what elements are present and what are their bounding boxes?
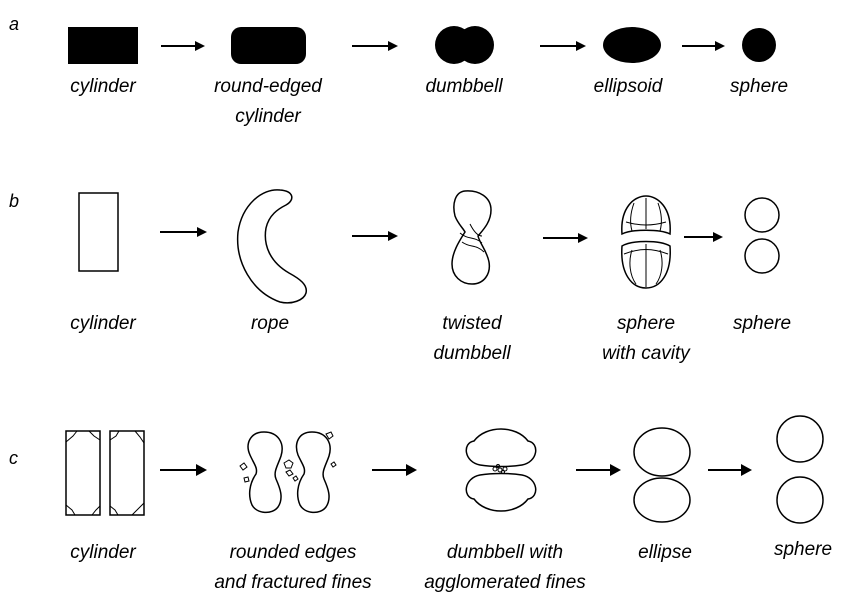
- rounded-edges-with-fractured-fines-shape: [240, 432, 336, 512]
- caption-rounded-edges-line1: rounded edges: [230, 542, 357, 563]
- caption-twisted-dumbbell-line1: twisted: [442, 313, 503, 334]
- ellipse-pair-shape: [634, 428, 690, 522]
- right-arrow-icon: [352, 41, 398, 51]
- right-arrow-icon: [160, 464, 207, 476]
- row-c: c: [9, 416, 832, 593]
- right-arrow-icon: [682, 41, 725, 51]
- two-spheres-shape: [745, 198, 779, 273]
- row-b: b: [9, 190, 791, 364]
- right-arrow-icon: [684, 232, 723, 242]
- caption-dumbbell: dumbbell: [425, 76, 503, 97]
- right-arrow-icon: [543, 233, 588, 243]
- caption-round-edged-line2: cylinder: [235, 106, 301, 127]
- caption-ellipse: ellipse: [638, 542, 692, 563]
- caption-round-edged-line1: round-edged: [214, 76, 323, 97]
- outline-cylinder-shape: [79, 193, 118, 271]
- caption-twisted-dumbbell-line2: dumbbell: [433, 343, 511, 364]
- caption-dumbbell-with-fines-line2: agglomerated fines: [424, 572, 586, 593]
- solid-cylinder-shape: [68, 27, 138, 64]
- dumbbell-with-agglomerated-fines-shape: [466, 429, 535, 511]
- caption-cylinder: cylinder: [70, 76, 136, 97]
- caption-sphere-with-cavity-line2: with cavity: [602, 343, 691, 364]
- solid-dumbbell-shape: [435, 26, 494, 64]
- sphere-pair-shape: [777, 416, 823, 523]
- row-letter-a: a: [9, 14, 19, 34]
- twisted-dumbbell-shape: [452, 191, 491, 284]
- solid-round-edged-cylinder-shape: [231, 27, 306, 64]
- caption-cylinder: cylinder: [70, 313, 136, 334]
- caption-sphere-with-cavity-line1: sphere: [617, 313, 675, 334]
- caption-cylinder: cylinder: [70, 542, 136, 563]
- caption-sphere: sphere: [774, 539, 832, 560]
- caption-dumbbell-with-fines-line1: dumbbell with: [447, 542, 563, 563]
- row-letter-b: b: [9, 191, 19, 211]
- caption-rope: rope: [251, 313, 289, 334]
- caption-ellipsoid: ellipsoid: [594, 76, 664, 97]
- right-arrow-icon: [576, 464, 621, 476]
- solid-ellipsoid-shape: [603, 27, 661, 63]
- caption-sphere: sphere: [733, 313, 791, 334]
- rope-shape: [238, 190, 307, 303]
- right-arrow-icon: [160, 227, 207, 237]
- solid-sphere-shape: [742, 28, 776, 62]
- right-arrow-icon: [161, 41, 205, 51]
- right-arrow-icon: [352, 231, 398, 241]
- right-arrow-icon: [540, 41, 586, 51]
- row-letter-c: c: [9, 448, 18, 468]
- right-arrow-icon: [708, 464, 752, 476]
- caption-rounded-edges-line2: and fractured fines: [214, 572, 372, 593]
- row-a: a cylinder rou: [9, 14, 788, 127]
- sphere-with-cavity-shape: [622, 196, 670, 288]
- two-cylinders-with-chipped-corners-shape: [66, 431, 144, 515]
- caption-sphere: sphere: [730, 76, 788, 97]
- right-arrow-icon: [372, 464, 417, 476]
